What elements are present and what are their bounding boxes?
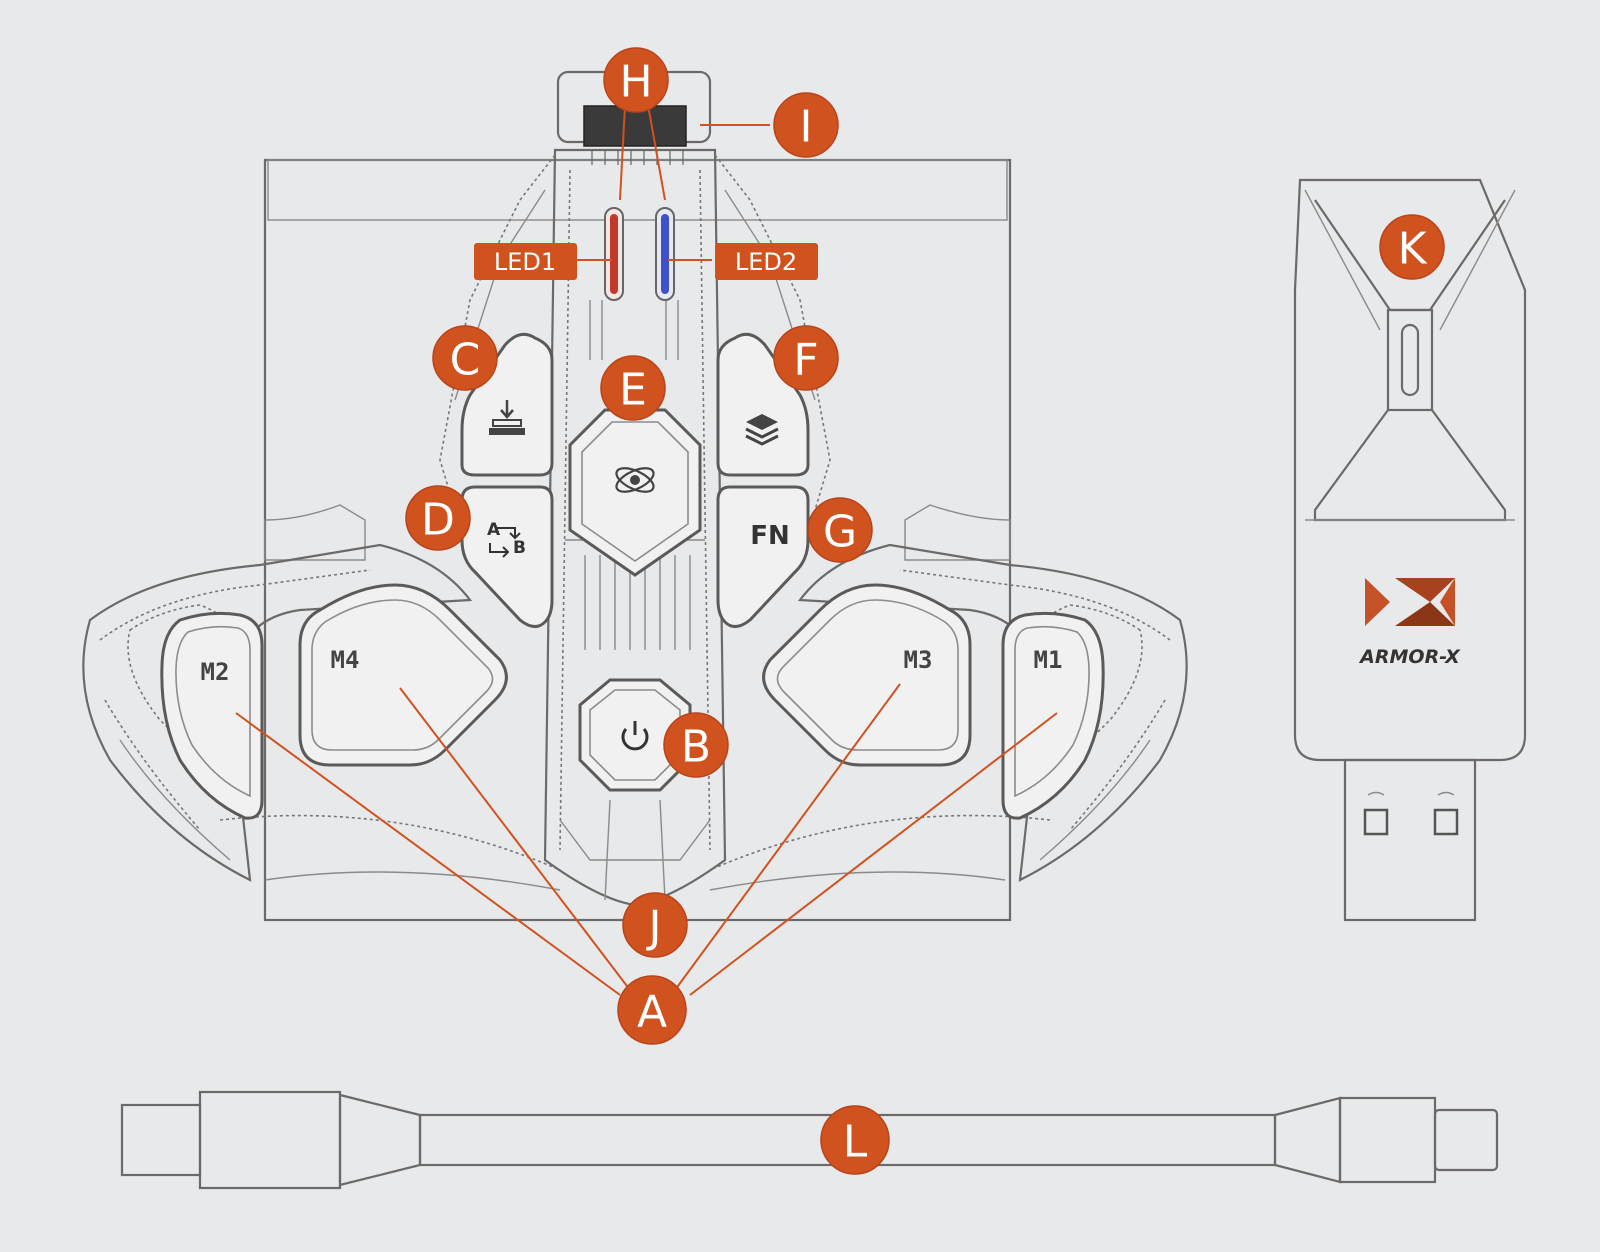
svg-text:I: I	[800, 102, 813, 153]
usb-cable	[120, 1090, 1499, 1190]
callout-l: L	[820, 1105, 890, 1175]
callout-d: D	[405, 485, 471, 551]
callout-a: A	[617, 975, 687, 1045]
m4-button[interactable]: M4	[298, 583, 508, 767]
svg-text:L: L	[843, 1117, 868, 1168]
callout-h: H	[603, 47, 669, 113]
power-icon	[621, 721, 649, 751]
led2-tag: LED2	[715, 243, 818, 280]
right-grip	[709, 543, 1188, 891]
m2-label: M2	[201, 658, 230, 686]
m1-label: M1	[1034, 646, 1063, 674]
callout-e: E	[600, 355, 666, 421]
fn-button[interactable]: FN	[716, 485, 810, 628]
callout-b: B	[663, 712, 729, 778]
f-button[interactable]	[716, 332, 810, 477]
swap-label-a: A	[487, 520, 501, 540]
m3-button[interactable]: M3	[762, 583, 972, 767]
usb-dongle: ARMOR-X	[1293, 178, 1527, 922]
callout-g: G	[807, 497, 873, 563]
c-button[interactable]	[460, 332, 554, 477]
m4-label: M4	[331, 646, 360, 674]
led-2-indicator	[655, 207, 675, 301]
dongle-brand: ARMOR-X	[1358, 646, 1461, 668]
power-button[interactable]	[578, 678, 692, 792]
swap-arrows-icon: A B	[487, 520, 526, 558]
svg-text:F: F	[793, 335, 818, 386]
callout-i: I	[773, 92, 839, 158]
svg-text:J: J	[646, 902, 662, 953]
d-button[interactable]: A B	[460, 485, 554, 628]
svg-text:D: D	[421, 495, 455, 546]
m2-button[interactable]: M2	[160, 611, 264, 820]
led1-tag: LED1	[474, 243, 577, 280]
stack-drop-icon	[489, 400, 525, 435]
svg-text:B: B	[681, 722, 711, 773]
fn-label: FN	[750, 521, 790, 551]
callout-j: J	[622, 892, 688, 958]
callout-f: F	[773, 325, 839, 391]
led2-tag-text: LED2	[735, 248, 797, 276]
svg-text:A: A	[637, 987, 667, 1038]
m3-label: M3	[904, 646, 933, 674]
svg-text:E: E	[619, 365, 647, 416]
e-button[interactable]	[568, 408, 702, 577]
armor-x-logo	[1365, 578, 1455, 626]
led-1-indicator	[604, 207, 624, 301]
svg-text:C: C	[450, 335, 481, 386]
layers-icon	[745, 414, 779, 446]
callout-k: K	[1379, 214, 1445, 280]
svg-text:K: K	[1398, 224, 1428, 275]
leader-lines	[235, 104, 1058, 996]
swap-label-b: B	[513, 538, 526, 558]
callout-c: C	[432, 325, 498, 391]
svg-text:G: G	[823, 507, 857, 558]
led1-tag-text: LED1	[494, 248, 556, 276]
orbit-logo-icon	[615, 467, 655, 493]
svg-text:H: H	[619, 57, 652, 108]
